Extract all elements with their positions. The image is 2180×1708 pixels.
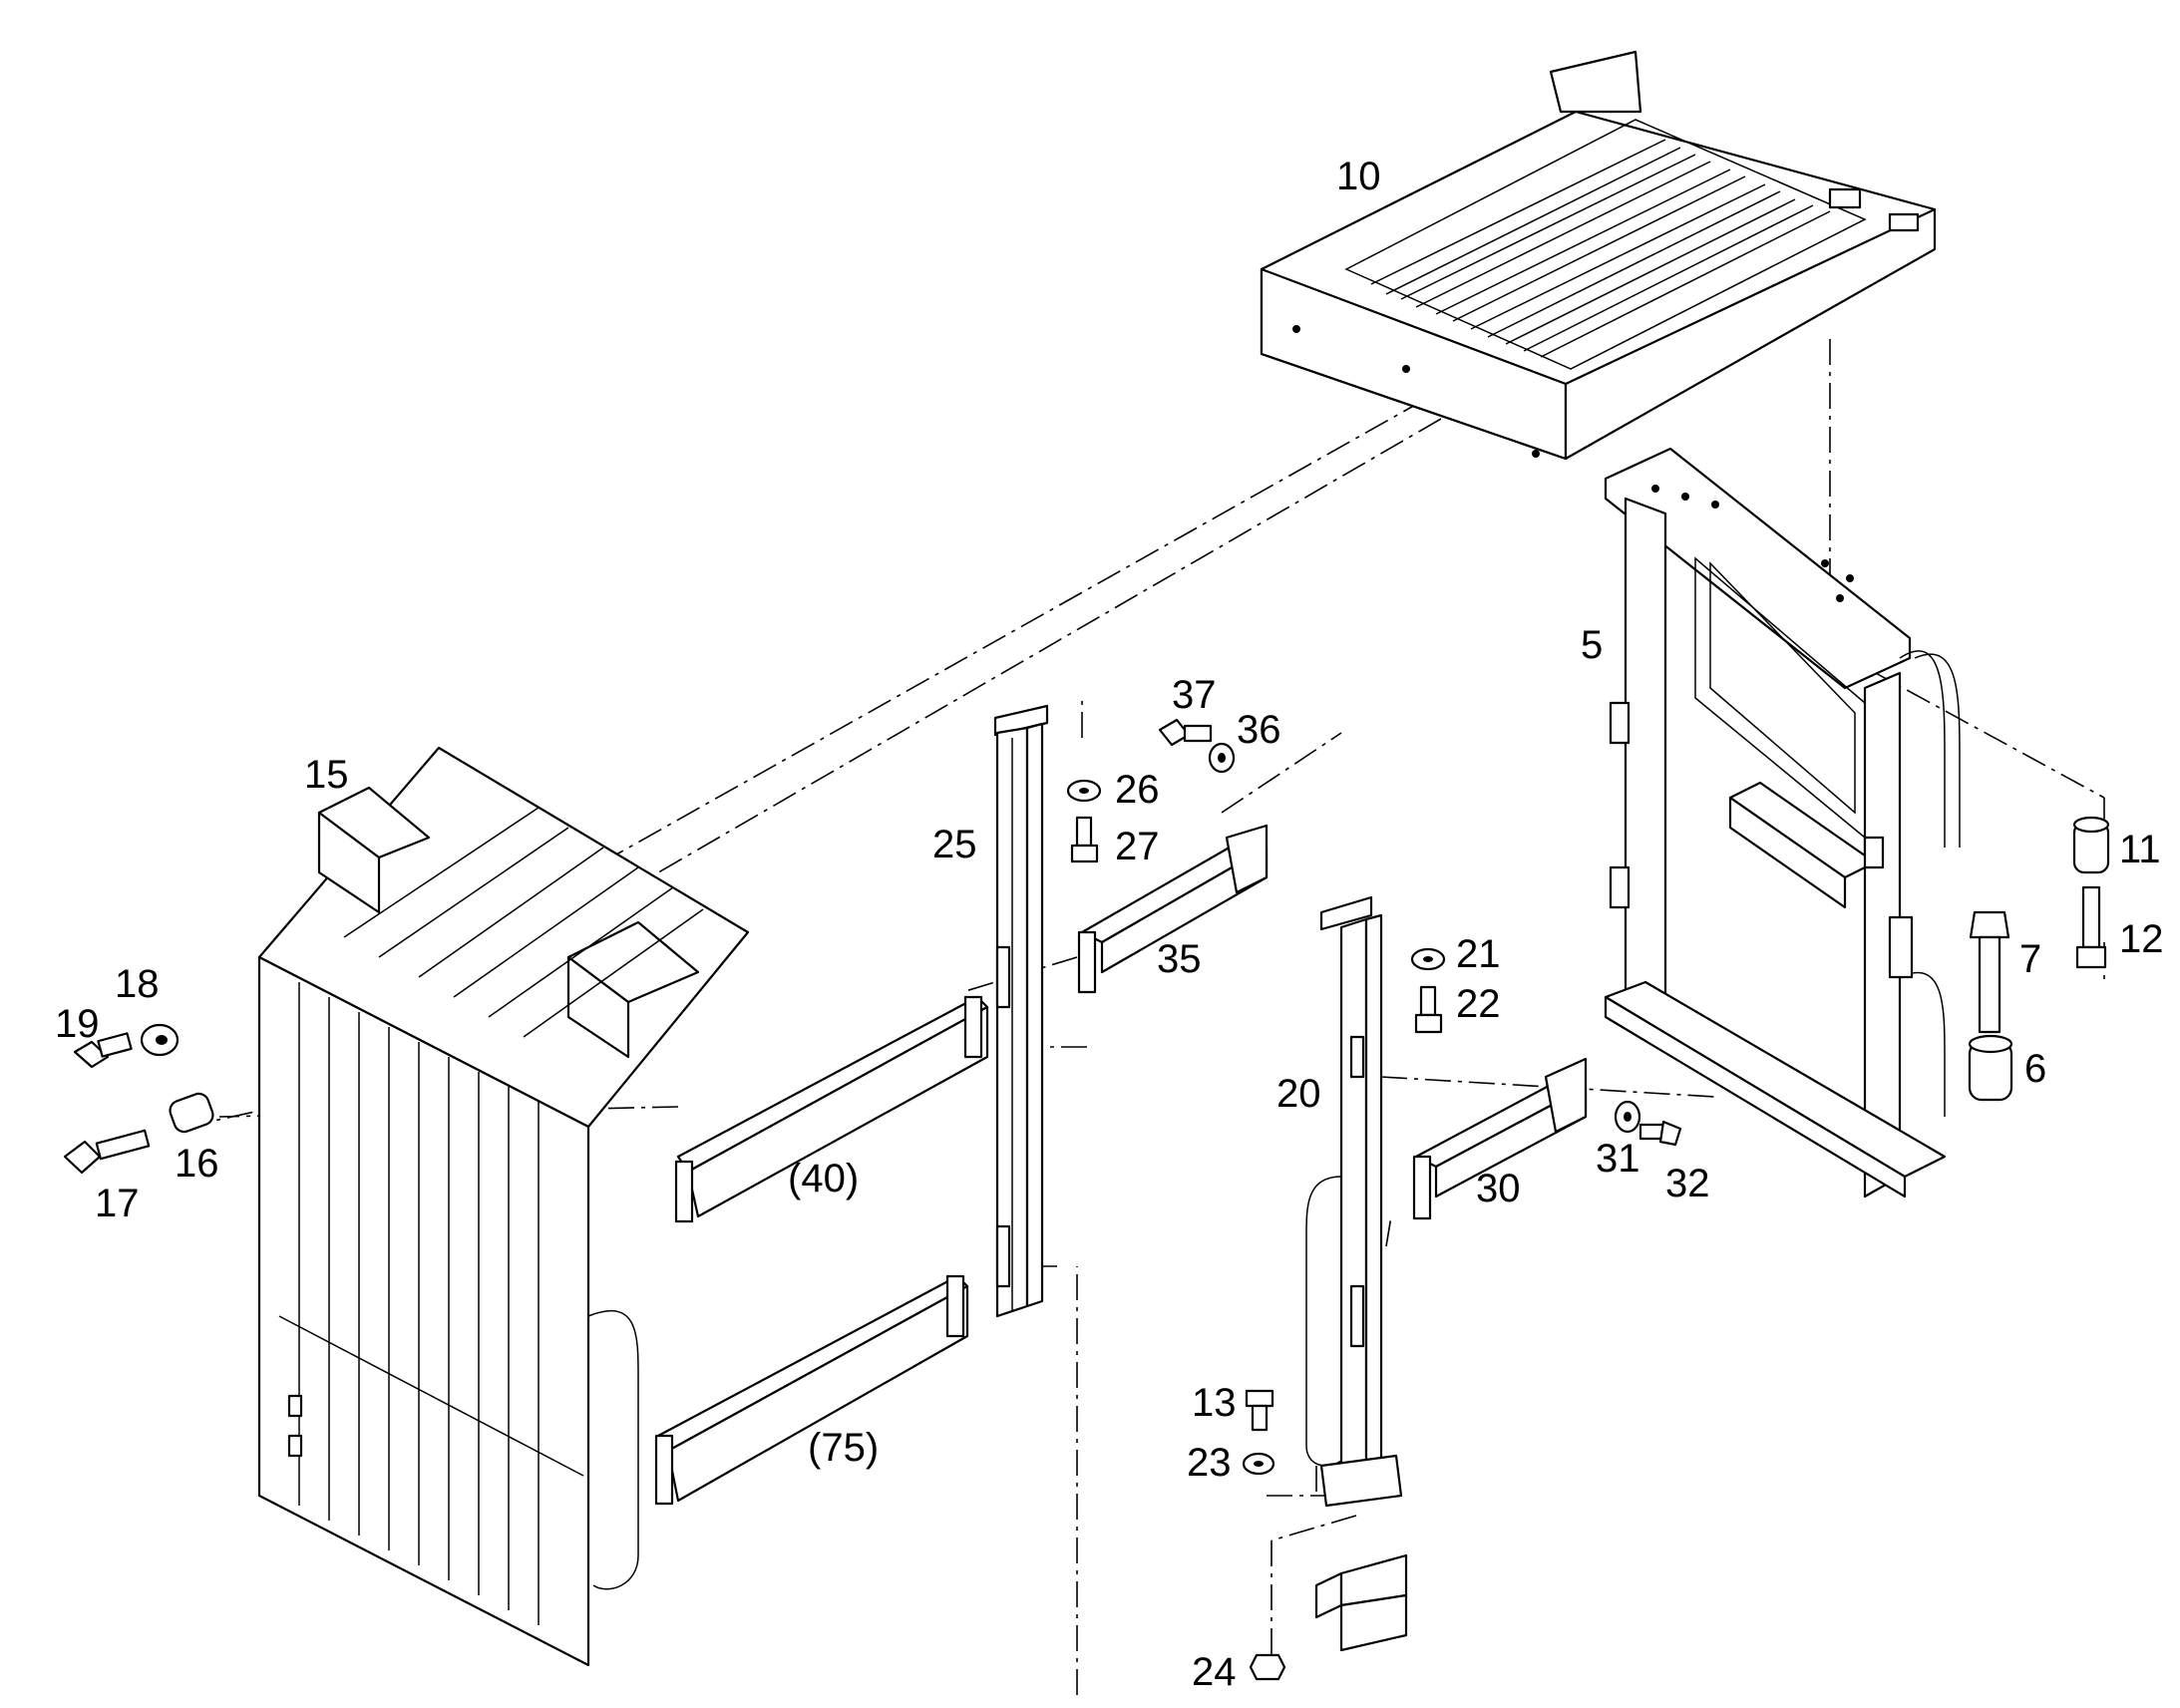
callout-31: 31 <box>1596 1137 1640 1181</box>
part-32-bolt <box>1638 1120 1682 1147</box>
callout-21: 21 <box>1456 932 1501 976</box>
callout-17: 17 <box>95 1182 140 1225</box>
callout-15: 15 <box>304 753 349 797</box>
part-20-post <box>1305 895 1403 1508</box>
callout-16: 16 <box>175 1142 219 1186</box>
part-19-bolt <box>73 1032 133 1069</box>
callout-32: 32 <box>1665 1162 1710 1205</box>
callout-11: 11 <box>2119 828 2161 871</box>
callout-labels: 5 6 7 10 11 12 13 15 16 17 18 19 20 21 2… <box>55 155 2164 1694</box>
callout-26: 26 <box>1115 768 1160 812</box>
callout-19: 19 <box>55 1002 100 1046</box>
part-23-washer <box>1242 1452 1275 1476</box>
part-16-bushing <box>169 1092 214 1134</box>
part-25-post <box>993 704 1049 1318</box>
callout-18: 18 <box>115 962 160 1006</box>
part-75-rail <box>654 1274 969 1506</box>
part-7-bolt <box>1969 910 2010 1034</box>
callout-30: 30 <box>1476 1167 1521 1210</box>
part-13-bolt <box>1245 1389 1274 1432</box>
part-15-grille <box>257 746 750 1667</box>
callout-25: 25 <box>932 823 977 866</box>
part-12-bolt <box>2075 885 2107 969</box>
callout-75: (75) <box>808 1426 879 1470</box>
part-24-nut <box>1249 1653 1286 1681</box>
callout-23: 23 <box>1187 1441 1232 1485</box>
part-24-bracket <box>1314 1553 1408 1652</box>
callout-6: 6 <box>2024 1047 2046 1091</box>
callout-22: 22 <box>1456 982 1501 1026</box>
callout-27: 27 <box>1115 825 1160 868</box>
part-18-washer <box>140 1023 180 1057</box>
part-30-bracket <box>1412 1057 1588 1220</box>
callout-10: 10 <box>1336 155 1381 198</box>
part-21-washer <box>1410 947 1446 971</box>
part-40-rail <box>674 995 989 1223</box>
part-37-bolt <box>1158 718 1213 747</box>
part-17-bolt <box>63 1129 151 1175</box>
callout-35: 35 <box>1157 937 1202 981</box>
part-6-bushing <box>1968 1034 2013 1102</box>
part-5-side-frame <box>1604 447 1961 1198</box>
callout-20: 20 <box>1276 1072 1321 1116</box>
part-11-bushing <box>2072 816 2110 874</box>
callout-36: 36 <box>1237 708 1281 752</box>
callout-12: 12 <box>2119 917 2164 961</box>
part-31-washer <box>1614 1100 1641 1134</box>
part-27-bolt <box>1070 816 1099 863</box>
part-10-top-frame <box>1260 50 1937 461</box>
callout-13: 13 <box>1192 1381 1237 1425</box>
callout-24: 24 <box>1192 1650 1237 1694</box>
callout-40: (40) <box>788 1157 859 1200</box>
part-35-bracket <box>1077 824 1269 994</box>
callout-7: 7 <box>2019 937 2041 981</box>
callout-5: 5 <box>1581 623 1603 667</box>
part-22-bolt <box>1414 985 1443 1034</box>
part-26-washer <box>1066 779 1102 803</box>
part-36-washer <box>1208 742 1236 774</box>
callout-37: 37 <box>1172 673 1217 717</box>
